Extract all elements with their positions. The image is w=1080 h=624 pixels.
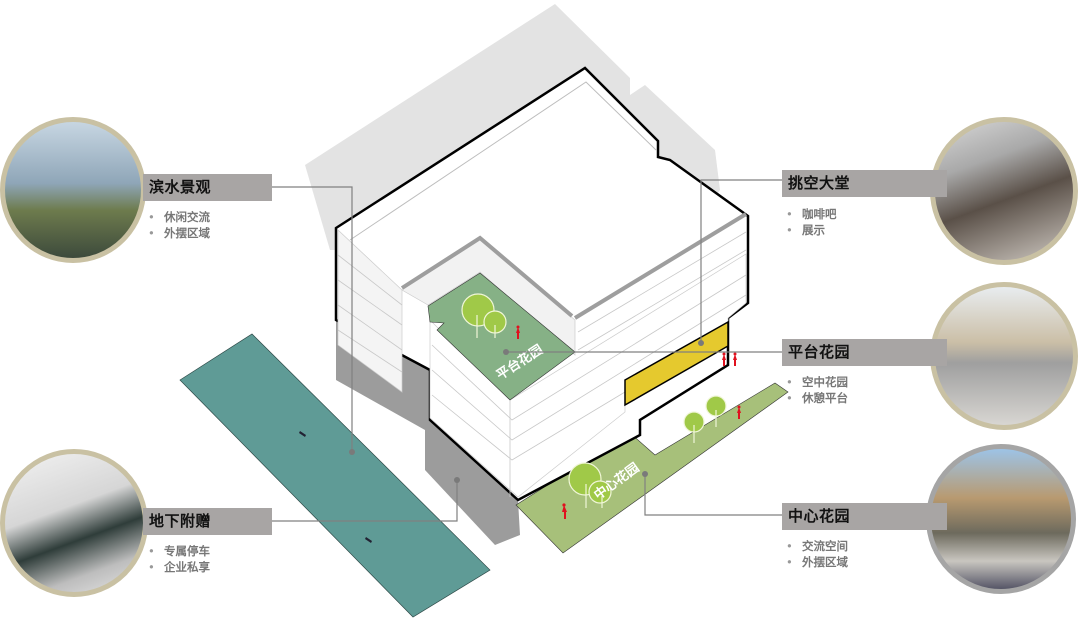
facade-west: [337, 229, 403, 393]
garage-photo: [0, 449, 148, 597]
callout-list-waterfront: •休闲交流 •外摆区域: [148, 209, 210, 241]
floor-lines: [337, 231, 747, 497]
roof-trees: [461, 293, 507, 338]
callout-item-text: 企业私享: [164, 560, 210, 574]
callout-item: •休憩平台: [786, 391, 848, 405]
callout-item-text: 专属停车: [164, 544, 210, 558]
callout-item: •休闲交流: [148, 210, 210, 224]
fish-icon: [299, 431, 372, 543]
courtyard-photo: [926, 444, 1076, 594]
callout-item: •空中花园: [786, 375, 848, 389]
callout-title-platform: 平台花园: [782, 339, 947, 366]
callout-item-text: 展示: [802, 223, 825, 237]
callout-item: •咖啡吧: [786, 207, 837, 221]
callout-item: •外摆区域: [786, 555, 848, 569]
callout-title-waterfront: 滨水景观: [143, 174, 272, 201]
callout-item-text: 空中花园: [802, 375, 848, 389]
callout-item: •展示: [786, 223, 825, 237]
callout-item-text: 外摆区域: [164, 226, 210, 240]
callout-item-text: 咖啡吧: [802, 207, 837, 221]
leader-lines: [272, 179, 782, 522]
callout-title-central: 中心花园: [782, 503, 947, 530]
central-trees: [568, 395, 727, 508]
callout-item-text: 交流空间: [802, 539, 848, 553]
water-feature: [179, 333, 491, 618]
callout-item: •交流空间: [786, 539, 848, 553]
person-icon: [516, 325, 741, 519]
callout-item-text: 外摆区域: [802, 555, 848, 569]
callout-item-text: 休憩平台: [802, 391, 848, 405]
callout-item: •专属停车: [148, 544, 210, 558]
callout-item: •企业私享: [148, 560, 210, 574]
rooftop-terrace-photo: [930, 282, 1078, 430]
callout-item-text: 休闲交流: [164, 210, 210, 224]
callout-item: •外摆区域: [148, 226, 210, 240]
waterfront-building-photo: [0, 117, 146, 263]
callout-list-lobby: •咖啡吧 •展示: [786, 206, 837, 238]
callout-list-platform: •空中花园 •休憩平台: [786, 374, 848, 406]
callout-title-lobby: 挑空大堂: [782, 170, 947, 197]
leader-dots: [349, 340, 704, 483]
callout-list-central: •交流空间 •外摆区域: [786, 538, 848, 570]
callout-list-underground: •专属停车 •企业私享: [148, 543, 210, 575]
callout-title-underground: 地下附赠: [143, 508, 272, 535]
lobby-interior-photo: [930, 117, 1078, 265]
